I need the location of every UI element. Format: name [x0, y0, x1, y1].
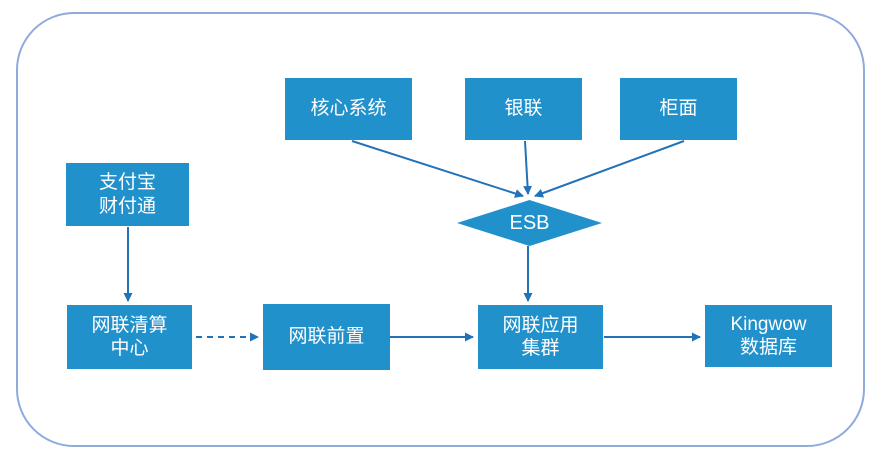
node-unionpay: 银联: [465, 78, 582, 140]
node-netsunion-clearing-center: 网联清算 中心: [67, 305, 192, 369]
connector-counter-to-esb: [534, 140, 685, 198]
node-netsunion-app-cluster: 网联应用 集群: [478, 305, 603, 369]
connector-unionpay-to-esb: [523, 140, 533, 195]
diagram-frame: [16, 12, 865, 447]
node-kingwow-database: Kingwow 数据库: [705, 305, 832, 367]
node-core-system: 核心系统: [285, 78, 412, 140]
connector-core-system-to-esb: [351, 140, 524, 198]
node-alipay-tenpay: 支付宝 财付通: [66, 163, 189, 226]
node-counter: 柜面: [620, 78, 737, 140]
node-netsunion-front: 网联前置: [263, 304, 390, 370]
